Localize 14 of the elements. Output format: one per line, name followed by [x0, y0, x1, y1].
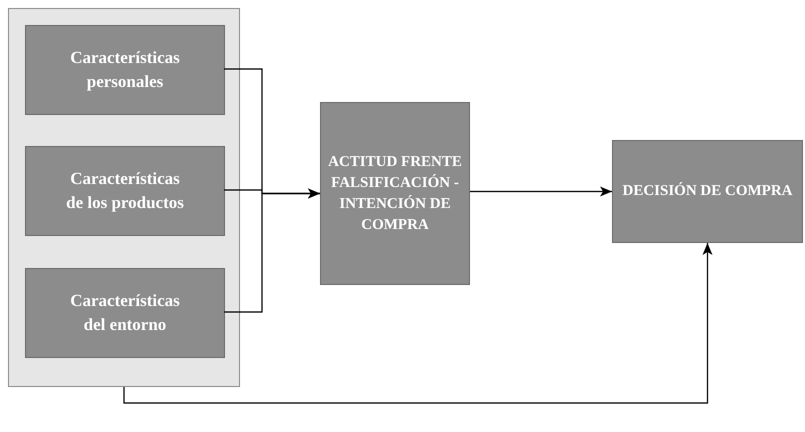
node-label: ACTITUD FRENTE FALSIFICACIÓN - INTENCIÓN DE COMPRA — [327, 152, 463, 234]
node-label: DECISIÓN DE COMPRA — [622, 181, 792, 201]
connector-arrow — [470, 186, 612, 196]
process-box — [320, 102, 470, 285]
process-box — [25, 146, 225, 236]
node-label: Características de los productos — [65, 168, 185, 214]
process-box — [612, 140, 803, 243]
node-label: Características del entorno — [69, 290, 181, 336]
process-box — [25, 25, 225, 115]
node-label: Características personales — [69, 47, 181, 93]
process-box — [25, 268, 225, 358]
connector-arrow — [123, 243, 712, 404]
connector-arrow — [224, 188, 320, 313]
group-panel — [8, 8, 240, 387]
